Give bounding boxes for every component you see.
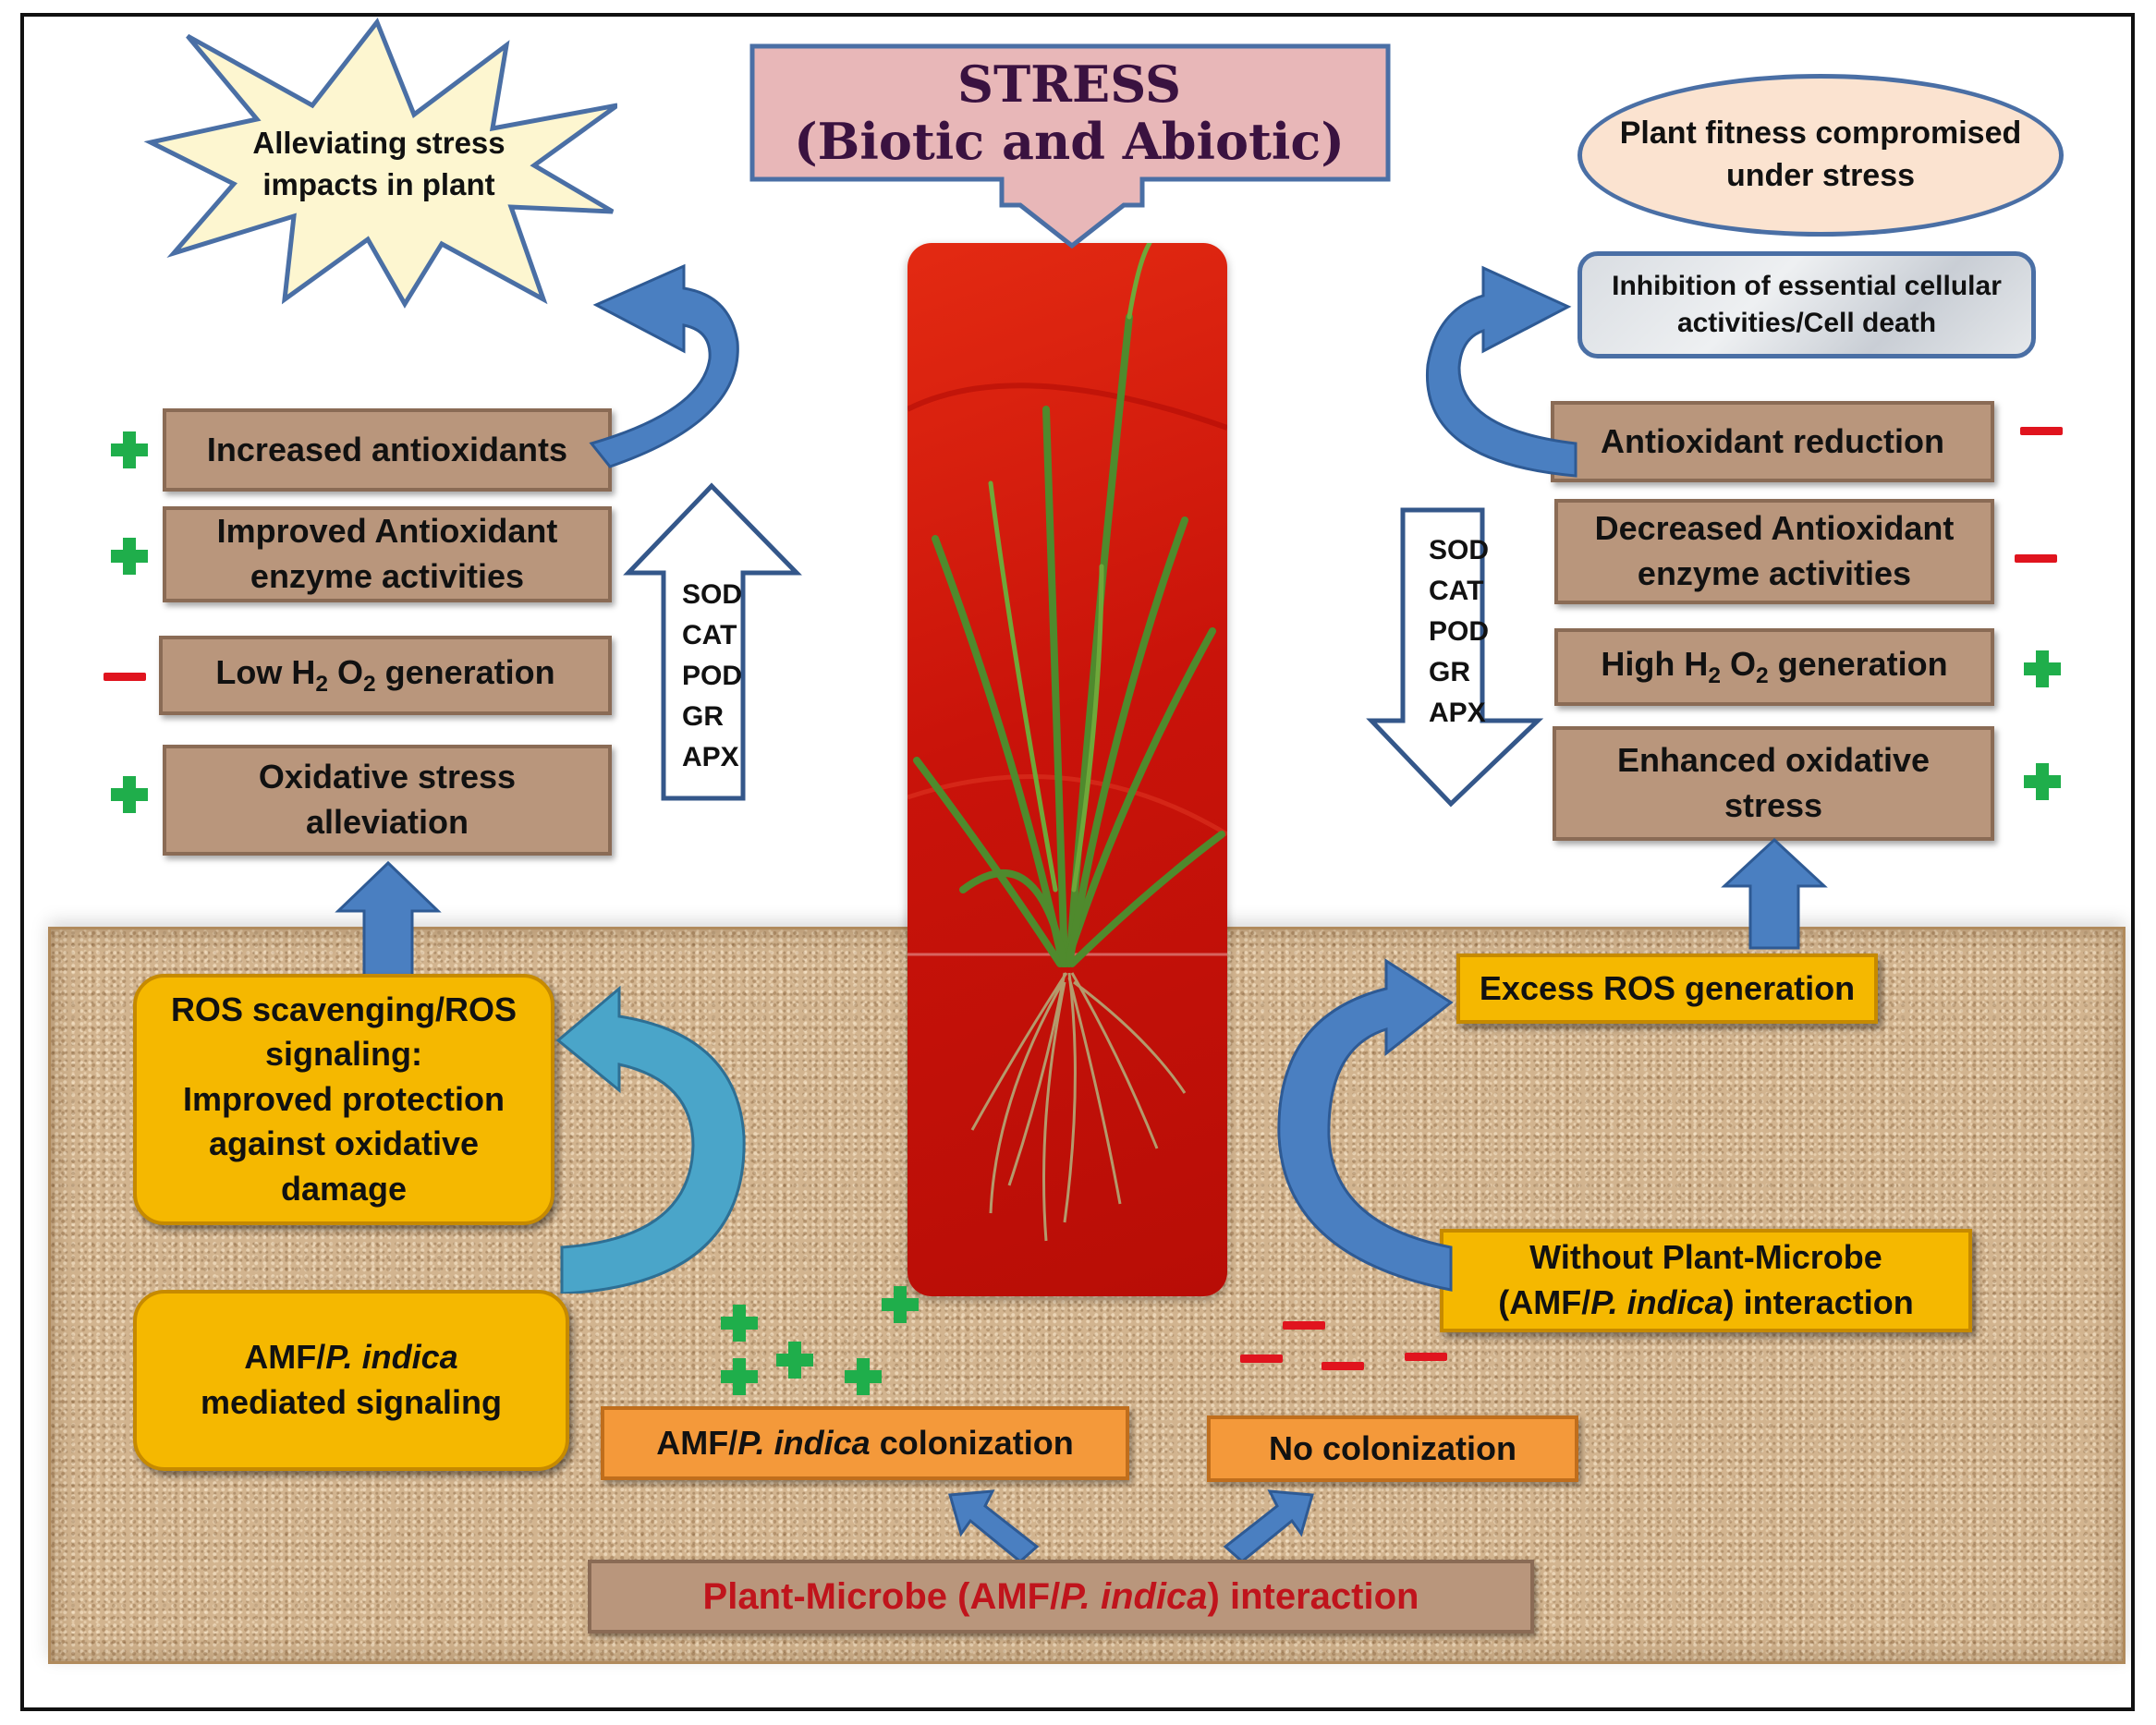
star-burst-shape (143, 18, 617, 309)
enzyme-cat: CAT (682, 620, 737, 650)
high-h2o2-text: High H2 O2 generation (1601, 645, 1948, 689)
ros-scavenging-box: ROS scavenging/ROS signaling: Improved p… (133, 974, 554, 1225)
excess-ros-box: Excess ROS generation (1456, 954, 1878, 1024)
enhanced-oxidative-line1: Enhanced oxidative (1616, 741, 1931, 780)
alleviating-line1: Alleviating stress (252, 126, 506, 161)
amf-signaling-line2: mediated signaling (200, 1383, 503, 1421)
plus-icon (111, 538, 148, 575)
curved-arrow-soil-left (555, 985, 746, 1294)
low-h2o2-box: Low H2 O2 generation (159, 636, 612, 715)
no-colonization-text: No colonization (1269, 1428, 1517, 1467)
enzyme-cat-right: CAT (1429, 576, 1484, 606)
plant-fitness-line2: under stress (1725, 158, 1916, 193)
decreased-enzyme-box: Decreased Antioxidant enzyme activities (1554, 499, 1994, 604)
arrow-to-colonization (948, 1489, 1040, 1563)
stress-subtitle: (Biotic and Abiotic) (794, 112, 1345, 171)
plus-icon (882, 1286, 919, 1323)
plus-icon (2024, 763, 2061, 800)
amf-colonization-box: AMF/P. indica colonization (601, 1406, 1129, 1480)
enzyme-gr-right: GR (1429, 657, 1470, 687)
plus-icon (776, 1342, 813, 1379)
decreased-enzyme-line2: enzyme activities (1637, 554, 1912, 592)
ros-line2: signaling: (265, 1035, 422, 1074)
improved-enzyme-line1: Improved Antioxidant (216, 512, 558, 551)
stress-arrow-box (749, 43, 1391, 249)
oxidative-alleviation-line1: Oxidative stress (258, 758, 517, 796)
minus-icon (1405, 1353, 1447, 1361)
plant-fitness-ellipse: Plant fitness compromised under stress (1577, 74, 2064, 237)
enzyme-up-arrow (623, 482, 802, 801)
inhibition-line1: Inhibition of essential cellular (1612, 270, 2002, 301)
ros-line5: damage (280, 1169, 408, 1208)
ros-line3: Improved protection (182, 1079, 506, 1118)
ros-line4: against oxidative (208, 1124, 480, 1163)
increased-antioxidants-box: Increased antioxidants (163, 408, 612, 492)
excess-ros-text: Excess ROS generation (1479, 968, 1856, 1007)
decreased-enzyme-line1: Decreased Antioxidant (1594, 509, 1955, 548)
interaction-text: Plant-Microbe (AMF/P. indica) interactio… (702, 1576, 1419, 1617)
enzyme-gr: GR (682, 701, 724, 732)
minus-icon (104, 673, 146, 681)
plant-fitness-line1: Plant fitness compromised (1619, 115, 2022, 152)
enzyme-sod-right: SOD (1429, 535, 1490, 565)
plus-icon (111, 776, 148, 813)
amf-colonization-text: AMF/P. indica colonization (656, 1423, 1074, 1462)
high-h2o2-box: High H2 O2 generation (1554, 628, 1994, 706)
minus-icon (1283, 1321, 1325, 1330)
plus-icon (111, 431, 148, 468)
up-arrow-right (1721, 837, 1828, 950)
arrow-to-no-colonization (1223, 1489, 1314, 1563)
alleviating-stress-label: Alleviating stress impacts in plant (231, 118, 527, 211)
enzyme-apx-right: APX (1429, 698, 1486, 728)
plant-microbe-interaction-box: Plant-Microbe (AMF/P. indica) interactio… (588, 1560, 1534, 1634)
plus-icon (721, 1358, 758, 1395)
enzyme-list-right: SOD CAT POD GR APX (1429, 530, 1489, 734)
plus-icon (2024, 650, 2061, 687)
oxidative-alleviation-box: Oxidative stress alleviation (163, 745, 612, 856)
enhanced-oxidative-line2: stress (1724, 786, 1823, 824)
low-h2o2-text: Low H2 O2 generation (215, 653, 555, 698)
alleviating-line2: impacts in plant (262, 167, 495, 201)
enzyme-pod: POD (682, 661, 743, 691)
inhibition-box: Inhibition of essential cellular activit… (1577, 251, 2036, 358)
stress-title: STRESS (956, 54, 1182, 114)
improved-enzyme-line2: enzyme activities (250, 557, 525, 595)
no-colonization-box: No colonization (1207, 1415, 1578, 1482)
improved-enzyme-box: Improved Antioxidant enzyme activities (163, 506, 612, 602)
enhanced-oxidative-box: Enhanced oxidative stress (1553, 726, 1994, 841)
up-arrow-left (335, 860, 442, 978)
amf-signaling-line1: AMF/P. indica (244, 1338, 458, 1377)
oxidative-alleviation-line2: alleviation (305, 803, 469, 841)
without-line1: Without Plant-Microbe (1529, 1238, 1882, 1277)
minus-icon (2015, 554, 2057, 563)
amf-signaling-box: AMF/P. indica mediated signaling (133, 1290, 569, 1471)
minus-icon (1322, 1362, 1364, 1370)
enzyme-sod: SOD (682, 579, 743, 610)
increased-antioxidants-text: Increased antioxidants (206, 430, 568, 468)
minus-icon (2020, 427, 2063, 435)
plus-icon (721, 1305, 758, 1342)
enzyme-pod-right: POD (1429, 616, 1490, 647)
curved-arrow-soil-right (1277, 958, 1454, 1292)
enzyme-list-left: SOD CAT POD GR APX (682, 575, 742, 778)
curved-arrow-top-right (1425, 265, 1577, 478)
without-line2: (AMF/P. indica) interaction (1498, 1283, 1914, 1321)
inhibition-line2: activities/Cell death (1676, 308, 1937, 338)
curved-arrow-top-left (589, 263, 739, 468)
enzyme-down-arrow (1366, 507, 1544, 808)
plus-icon (845, 1358, 882, 1395)
enzyme-apx: APX (682, 742, 739, 772)
antioxidant-reduction-text: Antioxidant reduction (1601, 421, 1944, 460)
minus-icon (1240, 1354, 1283, 1363)
plant-photo (907, 243, 1227, 1296)
stress-label: STRESS (Biotic and Abiotic) (752, 48, 1386, 177)
ros-line1: ROS scavenging/ROS (170, 990, 518, 1028)
without-interaction-box: Without Plant-Microbe (AMF/P. indica) in… (1440, 1229, 1972, 1332)
antioxidant-reduction-box: Antioxidant reduction (1551, 401, 1994, 482)
